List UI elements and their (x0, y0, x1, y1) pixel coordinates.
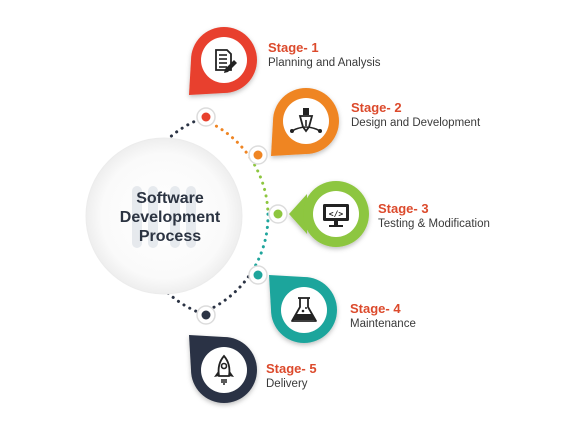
stage-2-subtitle: Design and Development (351, 117, 481, 130)
monitor-code-icon: </> (323, 204, 349, 227)
stage-5-subtitle: Delivery (266, 378, 308, 391)
pen-tool-icon (290, 108, 322, 133)
stage-5-node (196, 305, 216, 325)
stage-3-title: Stage- 3 (378, 201, 429, 216)
ring-nodes (196, 107, 288, 325)
stage-4-title: Stage- 4 (350, 301, 401, 316)
stage-2-badge (271, 88, 339, 156)
stage-4-badge (269, 275, 337, 343)
flask-icon (291, 297, 317, 322)
stage-1-title: Stage- 1 (268, 40, 319, 55)
stage-3-subtitle: Testing & Modification (378, 218, 490, 231)
stage-3-node (268, 204, 288, 224)
center-line-1: Software (136, 190, 204, 207)
watermark-logo (132, 186, 196, 248)
svg-text:</>: </> (329, 210, 344, 219)
stage-1-label: Stage- 1 Planning and Analysis (268, 40, 381, 71)
rocket-icon (214, 354, 234, 385)
center-circle: Software Development Process (85, 137, 243, 295)
stage-4-label: Stage- 4 Maintenance (350, 301, 416, 332)
stage-3-label: Stage- 3 Testing & Modification (378, 201, 490, 232)
stage-4-subtitle: Maintenance (350, 318, 416, 331)
connector-arc-2 (249, 157, 270, 216)
stage-5-label: Stage- 5 Delivery (266, 361, 317, 392)
center-line-2: Development (120, 209, 221, 226)
connector-arc-3 (250, 212, 270, 273)
connector-arc-1 (203, 118, 253, 161)
stage-5-title: Stage- 5 (266, 361, 317, 376)
stage-1-subtitle: Planning and Analysis (268, 57, 381, 70)
stage-1-node (196, 107, 216, 127)
stage-4-node (248, 265, 268, 285)
stage-2-label: Stage- 2 Design and Development (351, 100, 480, 131)
stage-badges: </> (189, 27, 369, 403)
document-edit-icon (215, 49, 237, 73)
stage-2-title: Stage- 2 (351, 100, 402, 115)
stage-2-node (248, 145, 268, 165)
center-line-3: Process (139, 228, 201, 245)
